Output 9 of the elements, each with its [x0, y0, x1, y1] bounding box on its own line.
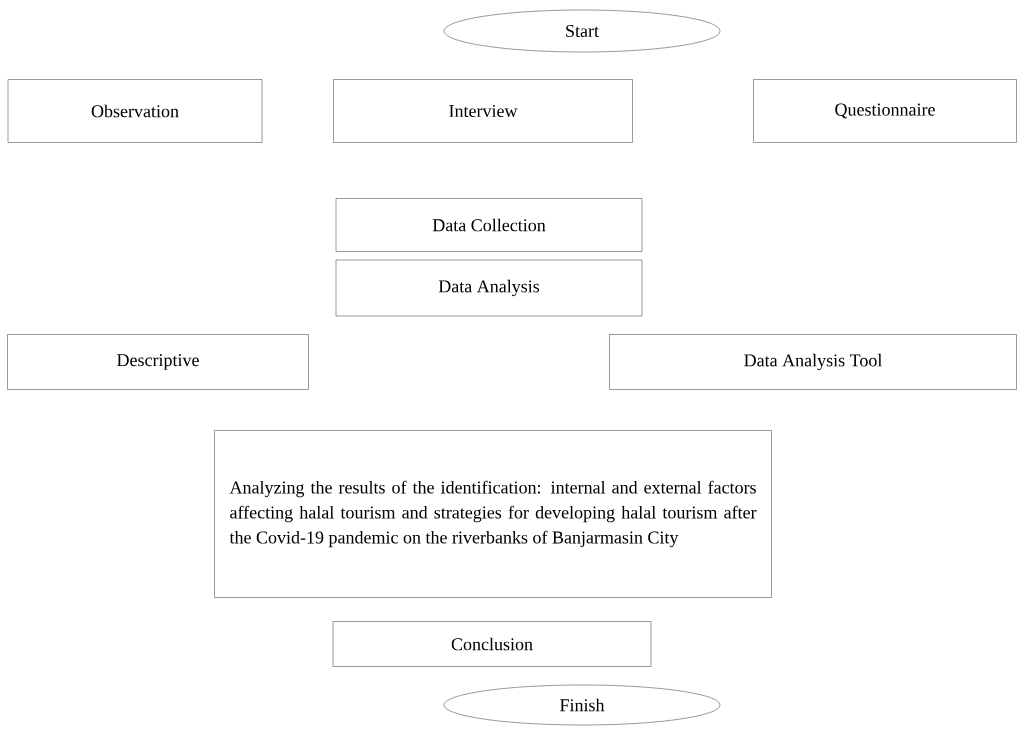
- process-box: Analyzing the results of the identification: internal and external factors affecting halal tourism and strategies for developing halal tourism after the Covid-19 pandemic on the riverbanks of Banjarmasin City: [214, 430, 772, 598]
- process-box: Interview: [333, 79, 633, 143]
- process-box: Observation: [7, 79, 263, 143]
- process-box: Data Analysis: [335, 259, 643, 317]
- process-box: Questionnaire: [753, 79, 1017, 143]
- process-box: Conclusion: [332, 621, 652, 667]
- process-box: Data Collection: [335, 198, 643, 252]
- process-box: Descriptive: [7, 334, 309, 390]
- process-box: Data Analysis Tool: [609, 334, 1017, 390]
